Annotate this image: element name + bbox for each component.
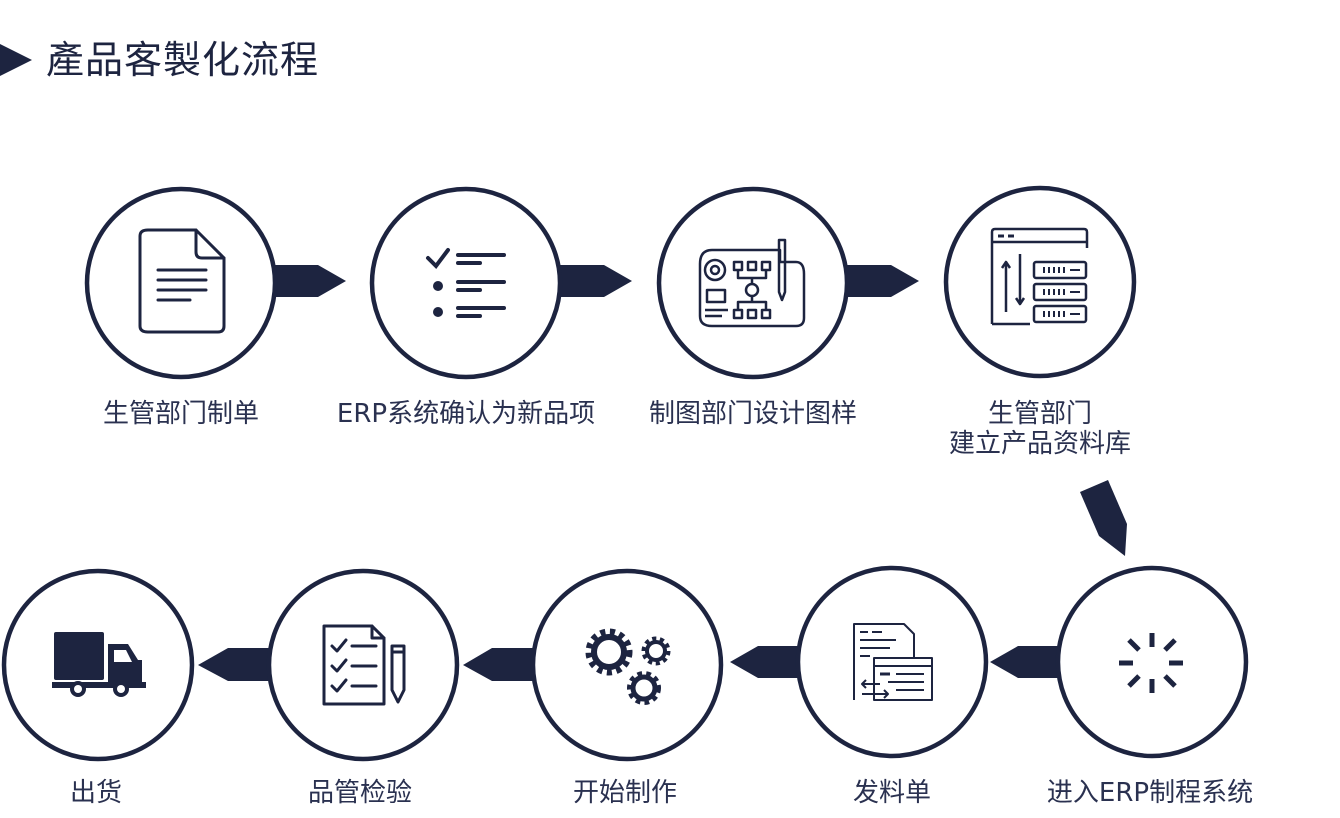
title-arrow-icon xyxy=(0,44,32,76)
connector-arrow-2 xyxy=(556,265,632,297)
connector-arrow-5 xyxy=(990,646,1062,678)
loading-spinner-icon xyxy=(1119,633,1183,693)
step-circle-4 xyxy=(943,185,1137,379)
step-label-4: 生管部门 建立产品资料库 xyxy=(949,399,1131,459)
page-title: 產品客製化流程 xyxy=(46,38,320,82)
inspection-checklist-icon xyxy=(322,624,406,706)
connector-arrow-1 xyxy=(270,265,346,297)
step-circle-1 xyxy=(84,186,278,380)
material-forms-icon xyxy=(853,623,933,701)
step-label-2: ERP系统确认为新品项 xyxy=(336,399,596,429)
connector-arrow-6 xyxy=(730,646,802,678)
step-circle-5 xyxy=(1055,565,1249,759)
step-label-5: 进入ERP制程系统 xyxy=(1046,778,1254,808)
connector-arrow-7 xyxy=(463,648,536,681)
document-icon xyxy=(138,228,226,334)
blueprint-icon xyxy=(698,238,806,328)
delivery-truck-icon xyxy=(52,632,146,697)
step-label-4-line2: 建立产品资料库 xyxy=(948,429,1132,459)
step-label-6: 发料单 xyxy=(852,778,932,808)
checklist-icon xyxy=(426,248,506,318)
database-server-icon xyxy=(990,227,1089,326)
step-label-8: 品管检验 xyxy=(307,778,413,808)
step-label-1: 生管部门制单 xyxy=(102,399,260,429)
connector-arrow-4 xyxy=(1080,480,1127,556)
connector-arrow-3 xyxy=(843,265,919,297)
gears-icon xyxy=(585,628,671,705)
step-label-3: 制图部门设计图样 xyxy=(648,399,858,429)
step-label-7: 开始制作 xyxy=(572,778,678,808)
step-label-9: 出货 xyxy=(69,778,123,808)
step-label-4-line1: 生管部门 xyxy=(987,399,1093,429)
connector-arrow-8 xyxy=(198,648,272,681)
